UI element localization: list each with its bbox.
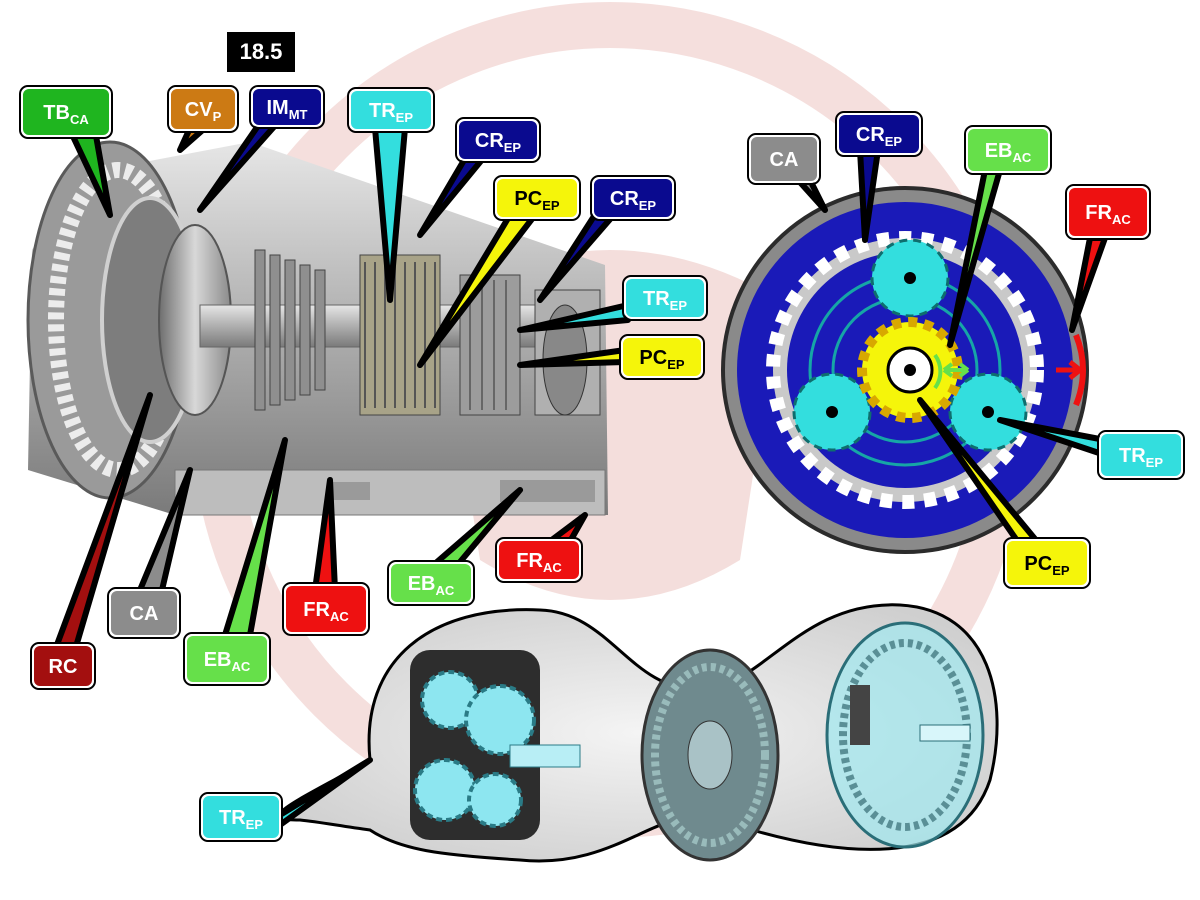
callout-im-mt: IMMT: [249, 85, 325, 129]
callout-box: [457, 119, 539, 161]
callout-box: [592, 177, 674, 219]
red-arrow-icon: [1056, 360, 1082, 380]
callout-ca-2: CA: [747, 133, 821, 185]
transmission-cutaway: [26, 140, 608, 516]
callout-text: CREP: [856, 124, 903, 149]
callout-tr-ep-bottom: TREP: [199, 792, 283, 842]
callout-box: [21, 87, 111, 137]
callout-box: [169, 87, 237, 131]
planetary-schematic: [721, 186, 1089, 554]
callout-text: FRAC: [303, 599, 349, 624]
callout-box: [966, 127, 1050, 173]
callout-box: [185, 634, 269, 684]
callout-text: TREP: [219, 807, 263, 832]
callout-text: EBAC: [204, 649, 251, 674]
callout-box: [1067, 186, 1149, 238]
callout-labels: TBCA CVP IMMT TREP CREP PCEP CREP TREP PCEP EBAC F…: [19, 85, 1185, 842]
callout-box: [201, 794, 281, 840]
callout-box: [621, 336, 703, 378]
callout-pc-ep-3: PCEP: [1003, 537, 1091, 589]
callout-box: [109, 589, 179, 637]
callout-eb-ac-3: EBAC: [964, 125, 1052, 175]
callout-box: [251, 87, 323, 127]
callout-box: [495, 177, 579, 219]
callout-pc-ep-2: PCEP: [619, 334, 705, 380]
callout-ca-1: CA: [107, 587, 181, 639]
callout-box: [837, 113, 921, 155]
callout-cr-ep-2: CREP: [590, 175, 676, 221]
friction-band-arc: [1073, 333, 1086, 407]
callout-text: TBCA: [43, 102, 89, 127]
callout-fr-ac-2: FRAC: [282, 582, 370, 636]
callout-cv-p: CVP: [167, 85, 239, 133]
callout-text: PCEP: [514, 188, 559, 213]
callout-text: CA: [130, 603, 159, 625]
callout-tr-ep-mid: TREP: [622, 275, 708, 321]
callout-box: [1005, 539, 1089, 587]
callout-box: [389, 562, 473, 604]
callout-box: [1099, 432, 1183, 478]
callout-text: FRAC: [1085, 202, 1131, 227]
callout-text: RC: [49, 656, 78, 678]
gearset-exploded: [410, 650, 581, 840]
callout-box: [749, 135, 819, 183]
callout-box: [497, 539, 581, 581]
callout-box: [284, 584, 368, 634]
callout-pc-ep-1: PCEP: [493, 175, 581, 221]
callout-box: [32, 644, 94, 688]
gearset-rear: [825, 621, 985, 849]
callout-box: [624, 277, 706, 319]
leader-lines: [52, 117, 1108, 828]
callout-text: IMMT: [267, 97, 308, 122]
callout-text: TREP: [1119, 445, 1163, 470]
callout-text: CVP: [185, 99, 222, 124]
callout-box: [349, 89, 433, 131]
callout-eb-ac-1: EBAC: [387, 560, 475, 606]
callout-text: PCEP: [1024, 553, 1069, 578]
callout-text: CREP: [610, 188, 657, 213]
callout-text: TREP: [643, 288, 687, 313]
callout-tr-ep-top: TREP: [347, 87, 435, 133]
callout-text: EBAC: [985, 140, 1032, 165]
callout-text: EBAC: [408, 573, 455, 598]
callout-tb-ca: TBCA: [19, 85, 113, 139]
callout-text: CREP: [475, 130, 522, 155]
callout-eb-ac-2: EBAC: [183, 632, 271, 686]
callout-text: PCEP: [639, 347, 684, 372]
callout-text: FRAC: [516, 550, 562, 575]
gearset-assembled: [640, 648, 780, 862]
figure-number: 18.5: [227, 32, 295, 72]
callout-tr-ep-right: TREP: [1097, 430, 1185, 480]
callout-cr-ep-1: CREP: [455, 117, 541, 163]
callout-fr-ac-1: FRAC: [495, 537, 583, 583]
callout-fr-ac-3: FRAC: [1065, 184, 1151, 240]
gearset-cloud: [278, 603, 999, 863]
callout-cr-ep-3: CREP: [835, 111, 923, 157]
callout-text: TREP: [369, 100, 413, 125]
callout-rc: RC: [30, 642, 96, 690]
callout-text: CA: [770, 149, 799, 171]
rotation-arrow-icon: [933, 353, 943, 390]
